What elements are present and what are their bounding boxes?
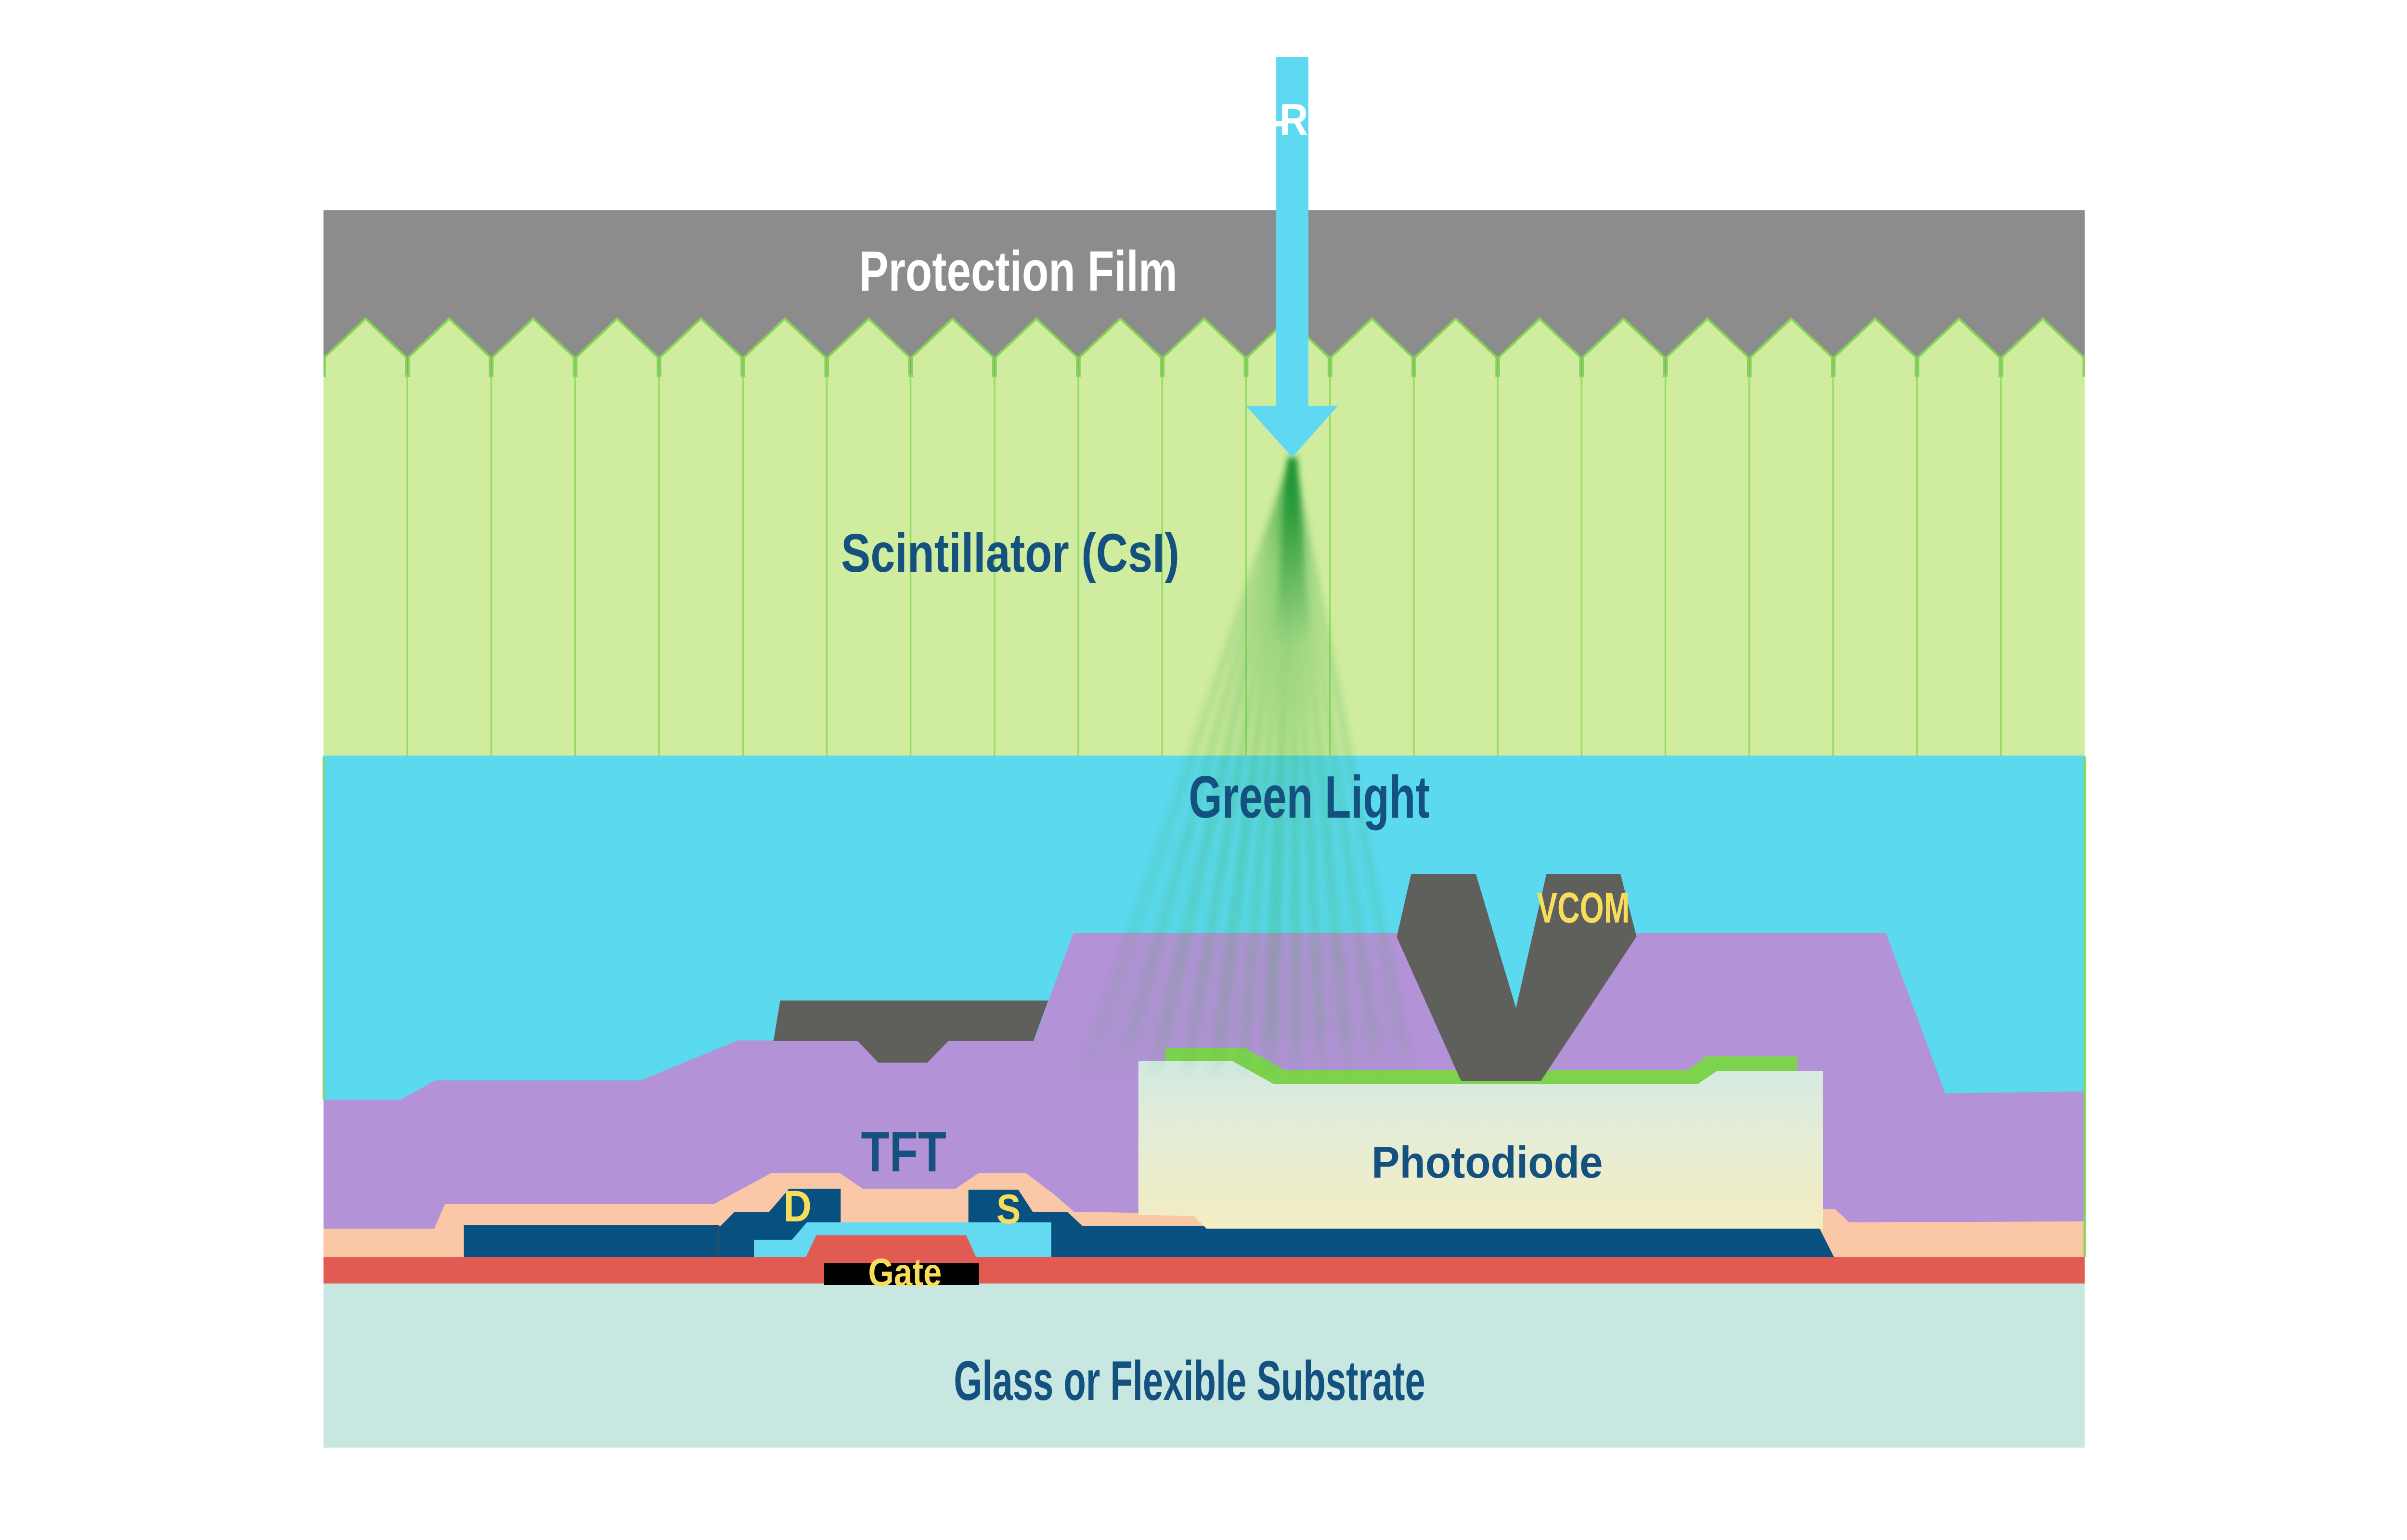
- svg-text:Scintillator (CsI): Scintillator (CsI): [841, 523, 1179, 583]
- svg-text:Photodiode: Photodiode: [1372, 1137, 1603, 1187]
- svg-text:Glass or Flexible Substrate: Glass or Flexible Substrate: [954, 1350, 1425, 1412]
- svg-text:-: -: [1273, 94, 1286, 145]
- svg-text:VCOM: VCOM: [1537, 883, 1630, 932]
- svg-text:Green Light: Green Light: [1189, 763, 1430, 830]
- svg-text:D: D: [784, 1182, 812, 1231]
- svg-text:TFT: TFT: [861, 1120, 946, 1184]
- svg-text:X-Ray: X-Ray: [1237, 94, 1355, 145]
- svg-text:Gate: Gate: [868, 1251, 942, 1295]
- svg-text:S: S: [996, 1187, 1021, 1233]
- svg-text:Protection Film: Protection Film: [859, 239, 1178, 303]
